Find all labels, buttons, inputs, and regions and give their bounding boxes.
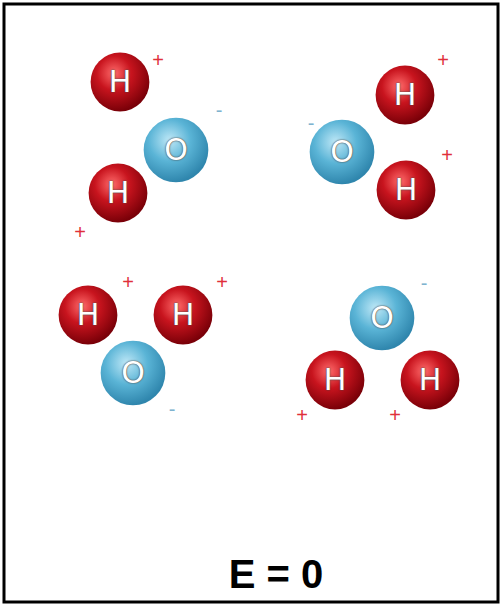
hydrogen-atom: H [88, 163, 148, 223]
atom-circle [89, 164, 148, 223]
charge-sign: + [437, 50, 449, 70]
oxygen-atom: O [309, 119, 375, 185]
charge-sign: - [216, 100, 223, 120]
element-symbol: O [164, 135, 188, 165]
atom-circle [350, 286, 415, 351]
oxygen-atom: O [349, 285, 415, 351]
hydrogen-atom: H [153, 285, 213, 345]
element-symbol: H [77, 300, 100, 330]
element-symbol: H [394, 80, 417, 110]
atom-circle [144, 118, 209, 183]
element-symbol: O [330, 137, 354, 167]
atom-circle [101, 341, 166, 406]
charge-sign: + [216, 272, 228, 292]
atom-circle [376, 66, 435, 125]
atom-circle [59, 286, 118, 345]
hydrogen-atom: H [90, 52, 150, 112]
field-value: E = 0 [229, 554, 324, 594]
element-symbol: H [172, 300, 195, 330]
atom-circle [401, 351, 460, 410]
element-symbol: H [109, 67, 132, 97]
atom-circle [377, 161, 436, 220]
border-frame [4, 4, 498, 602]
element-symbol: O [370, 303, 394, 333]
hydrogen-atom: H [376, 160, 436, 220]
charge-sign: - [421, 273, 428, 293]
element-symbol: H [419, 365, 442, 395]
hydrogen-atom: H [375, 65, 435, 125]
charge-sign: - [308, 113, 315, 133]
atom-circle [306, 351, 365, 410]
element-symbol: H [324, 365, 347, 395]
atom-circle [154, 286, 213, 345]
hydrogen-atom: H [305, 350, 365, 410]
hydrogen-atom: H [400, 350, 460, 410]
charge-sign: + [74, 222, 86, 242]
oxygen-atom: O [143, 117, 209, 183]
charge-sign: + [296, 405, 308, 425]
atom-circle [91, 53, 150, 112]
atom-circle [310, 120, 375, 185]
oxygen-atom: O [100, 340, 166, 406]
charge-sign: + [441, 145, 453, 165]
element-symbol: H [107, 178, 130, 208]
charge-sign: + [389, 405, 401, 425]
element-symbol: O [121, 358, 145, 388]
charge-sign: - [169, 399, 176, 419]
hydrogen-atom: H [58, 285, 118, 345]
charge-sign: + [122, 272, 134, 292]
charge-sign: + [152, 50, 164, 70]
element-symbol: H [395, 175, 418, 205]
